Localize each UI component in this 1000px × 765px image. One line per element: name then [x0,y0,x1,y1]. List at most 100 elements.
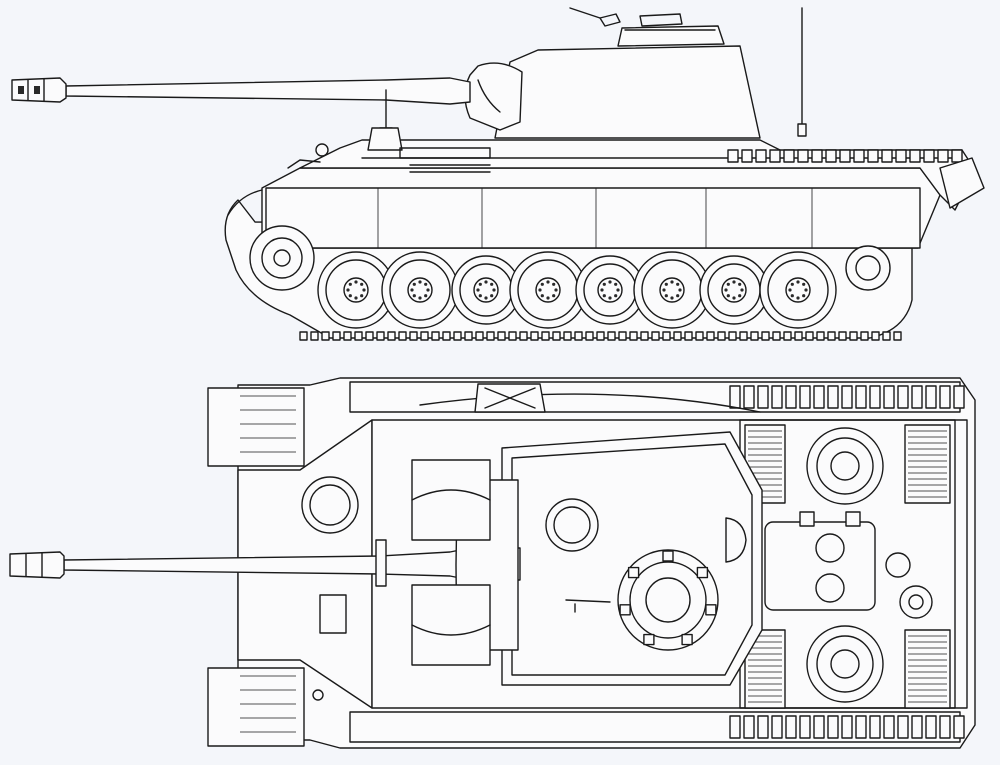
track-link [519,331,528,341]
deck-link [895,149,907,163]
periscope [681,633,693,646]
deck-link [769,149,781,163]
gun-barrel-top [63,547,521,581]
track-link [783,331,792,341]
track-link [662,331,671,341]
track-link [706,331,715,341]
track-link [939,715,951,739]
deck-link [923,149,935,163]
track-link [464,331,473,341]
track-link [871,331,880,341]
track-link [869,385,881,409]
track-link [953,385,965,409]
track-link [629,331,638,341]
turret [494,45,761,139]
rear-deck-track-links [727,149,963,163]
track-link [684,331,693,341]
track-link [497,331,506,341]
track-link [827,385,839,409]
track-link [883,715,895,739]
track-link [838,331,847,341]
track-link [530,331,539,341]
side-view [11,7,985,341]
track-link [431,331,440,341]
road-wheel [381,251,459,329]
muzzle-brake-top [9,551,65,579]
track-link [925,385,937,409]
gun-travel-lock [367,89,403,151]
deck-link [741,149,753,163]
track-link [939,385,951,409]
track-link [750,331,759,341]
track-link [563,331,572,341]
periscope [662,550,674,562]
deck-link [909,149,921,163]
track-link [729,715,741,739]
deck-link [867,149,879,163]
deck-link [755,149,767,163]
track-guard-bottom [349,711,961,743]
tow-cable [419,393,761,413]
track-link [585,331,594,341]
track-link [855,715,867,739]
track-link [911,715,923,739]
track-link [321,331,330,341]
track-link [475,331,484,341]
turret-side-port [725,517,747,563]
track-link [805,331,814,341]
track-link [841,385,853,409]
deck-link [951,149,963,163]
road-wheel [451,255,521,325]
track-link [442,331,451,341]
travel-lock-top [375,539,387,587]
front-mudflaps [207,387,305,747]
track-link [695,331,704,341]
track-link [799,715,811,739]
road-wheel [759,251,837,329]
periscope [696,566,709,579]
track-link [855,385,867,409]
track-link [794,331,803,341]
track-link [785,715,797,739]
track-link [799,385,811,409]
track-link [893,331,902,341]
track-link [827,331,836,341]
periscope [643,633,655,646]
deck-link [937,149,949,163]
track-link [508,331,517,341]
gun-mantlet [464,62,523,131]
track-link [376,331,385,341]
track-link [743,715,755,739]
track-link [729,385,741,409]
idler-wheel [845,245,891,291]
track-link [925,715,937,739]
track-link [607,331,616,341]
track-link [860,331,869,341]
track-link [882,331,891,341]
side-skirt [265,187,921,249]
track-link [785,385,797,409]
track-link [743,385,755,409]
track-link [552,331,561,341]
track-link [869,715,881,739]
bow-plate-fitting [319,594,347,634]
deck-link [839,149,851,163]
deck-link [783,149,795,163]
track-link [849,331,858,341]
track-link [772,331,781,341]
track-link [761,331,770,341]
rear-exhaust [939,157,985,209]
drive-sprocket [249,225,315,291]
deck-link [727,149,739,163]
top-view [9,377,976,749]
deck-link [881,149,893,163]
track-link [771,715,783,739]
track-link [299,331,308,341]
hull-hatch-left [411,459,491,541]
track-link [332,331,341,341]
road-wheel [317,251,395,329]
track-link [420,331,429,341]
top-track-links [729,385,965,409]
track-links-bottom [299,331,902,341]
